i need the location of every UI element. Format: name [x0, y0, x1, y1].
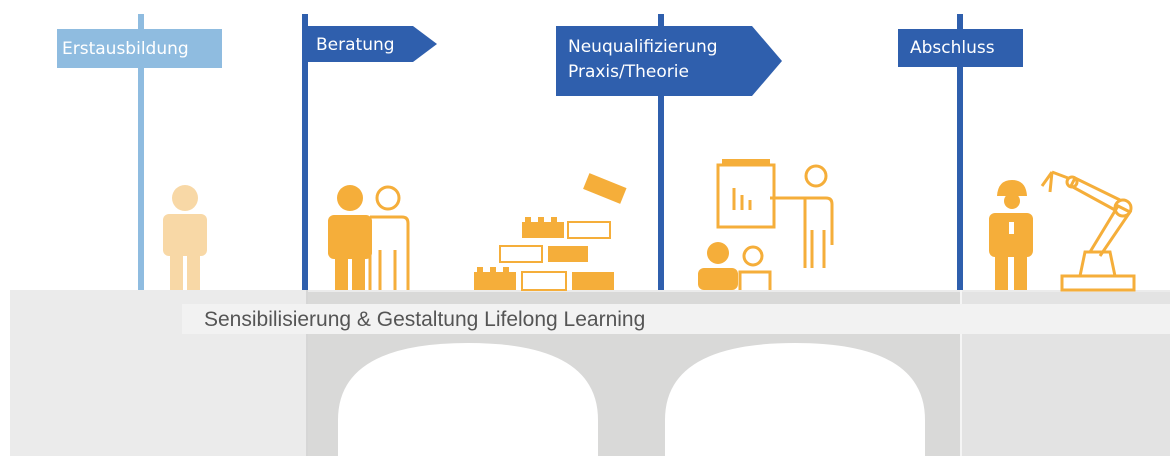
sign-beratung [305, 26, 437, 62]
sign-label-beratung: Beratung [316, 35, 395, 55]
apprentice-person-icon [163, 185, 207, 290]
presentation-teacher-icon [716, 159, 834, 268]
pole-beratung [302, 14, 308, 290]
pole-abschluss [957, 14, 963, 290]
banner-strip [182, 304, 1170, 334]
sign-label-neuqualifizierung: Neuqualifizierung [568, 37, 718, 57]
bridge [10, 290, 1170, 456]
sign-erstausbildung [57, 29, 222, 68]
sign-label-erstausbildung: Erstausbildung [62, 39, 189, 59]
sign-label-abschluss: Abschluss [910, 38, 995, 58]
bridge-arch-left [338, 343, 598, 456]
learners-icon [698, 242, 772, 290]
consulting-people-icon [328, 185, 410, 290]
bridge-arch-right [665, 343, 925, 456]
robot-arm-icon [1040, 170, 1136, 292]
sign-neuqualifizierung [556, 26, 782, 96]
pole-erstausbildung [138, 14, 144, 290]
pole-neuqualifizierung [658, 14, 664, 290]
banner-label: Sensibilisierung & Gestaltung Lifelong L… [204, 308, 646, 331]
sign-label-praxis-theorie: Praxis/Theorie [568, 62, 689, 82]
sign-abschluss [898, 29, 1023, 67]
lego-bricks-icon [474, 173, 627, 291]
worker-helmet-icon [989, 180, 1033, 290]
